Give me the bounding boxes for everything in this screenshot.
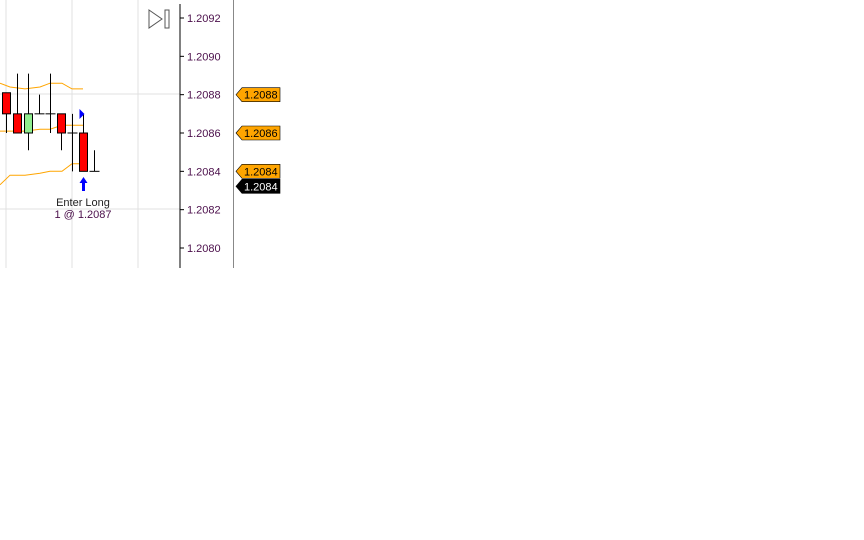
band-middle — [0, 124, 83, 132]
axis-label: 1.2082 — [187, 205, 221, 217]
price-chart[interactable]: Enter Long 1 @ 1.2087 1.2092 1.2090 1.2088… — [0, 0, 300, 268]
axis-label: 1.2092 — [187, 13, 221, 25]
price-tag — [235, 164, 281, 179]
price-axis[interactable]: 1.2092 1.2090 1.2088 1.2086 1.2084 1.2082 1.20… — [180, 13, 221, 255]
play-icon — [148, 9, 163, 29]
price-tags: 1.2088 1.2086 1.2084 1.2084 — [235, 87, 281, 194]
candles — [2, 73, 100, 172]
band-lower — [0, 163, 83, 186]
price-tag-label: 1.2086 — [244, 128, 278, 140]
candle-body — [13, 113, 22, 134]
candle-body — [24, 113, 33, 134]
price-tag — [235, 179, 281, 194]
axis-label: 1.2084 — [187, 166, 221, 178]
candle-body — [2, 92, 11, 115]
entry-price-label: 1 @ 1.2087 — [54, 209, 111, 221]
price-tag-label: 1.2088 — [244, 90, 278, 102]
candle-body — [79, 132, 88, 172]
order-triangle-icon — [79, 109, 85, 119]
axis-label: 1.2090 — [187, 51, 221, 63]
price-tag — [235, 125, 281, 141]
bollinger-bands — [0, 82, 83, 186]
band-upper — [0, 82, 83, 90]
bar-icon — [164, 9, 170, 29]
price-tag-label: 1.2084 — [244, 181, 278, 193]
price-tag-label: 1.2084 — [244, 166, 278, 178]
axis-label: 1.2080 — [187, 243, 221, 255]
scroll-to-end-button[interactable] — [148, 9, 170, 29]
grid-lines — [0, 0, 180, 268]
trade-markers — [79, 109, 88, 191]
axis-label: 1.2086 — [187, 128, 221, 140]
buy-arrow-icon — [79, 177, 88, 191]
candle-body — [57, 113, 66, 134]
axis-label: 1.2088 — [187, 90, 221, 102]
entry-label: Enter Long — [56, 197, 110, 209]
price-tag — [235, 87, 281, 102]
